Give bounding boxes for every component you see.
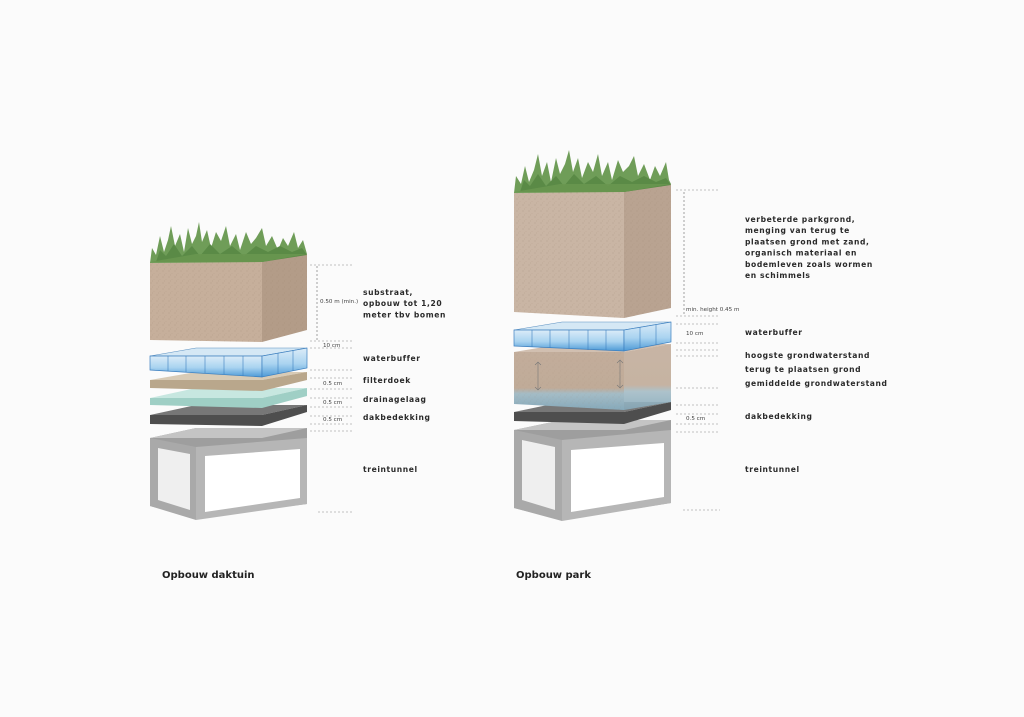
dim-waterbuffer-left: 10 cm bbox=[323, 343, 340, 349]
guides-left bbox=[310, 264, 353, 513]
grond-groundwater-block-right bbox=[514, 344, 671, 410]
caption-daktuin: Opbouw daktuin bbox=[162, 570, 255, 581]
waterbuffer-layer-left bbox=[149, 347, 308, 378]
park-stack: min. height 0.45 m 10 cm 0.5 cm verbeter… bbox=[513, 150, 888, 581]
dim-dakbedekking-right: 0.5 cm bbox=[686, 416, 705, 422]
daktuin-stack: 0.50 m (min.) 10 cm 0.5 cm 0.5 cm 0.5 cm… bbox=[149, 222, 446, 581]
dakbedekking-layer-left bbox=[150, 405, 307, 426]
dim-drainagelaag-left: 0.5 cm bbox=[323, 400, 342, 406]
label-terug-right: terug te plaatsen grond bbox=[745, 365, 861, 374]
label-hoogste-right: hoogste grondwaterstand bbox=[745, 351, 870, 360]
label-treintunnel-left: treintunnel bbox=[363, 465, 418, 474]
dim-substraat-left: 0.50 m (min.) bbox=[320, 299, 358, 305]
tunnel-block-right bbox=[514, 420, 671, 521]
drainagelaag-layer-left bbox=[150, 388, 307, 408]
caption-park: Opbouw park bbox=[516, 570, 591, 581]
dim-parkgrond-right: min. height 0.45 m bbox=[686, 307, 739, 313]
label-parkgrond-right: verbeterde parkgrond,menging van terug t… bbox=[745, 215, 873, 280]
label-treintunnel-right: treintunnel bbox=[745, 465, 800, 474]
label-waterbuffer-right: waterbuffer bbox=[745, 328, 803, 337]
guides-right bbox=[676, 189, 720, 511]
waterbuffer-layer-right bbox=[513, 321, 672, 352]
substraat-block-left bbox=[150, 254, 307, 342]
parkgrond-block-right bbox=[514, 184, 671, 318]
label-dakbedekking-left: dakbedekking bbox=[363, 413, 431, 422]
label-filterdoek-left: filterdoek bbox=[363, 376, 411, 385]
label-gemiddelde-right: gemiddelde grondwaterstand bbox=[745, 379, 888, 388]
label-waterbuffer-left: waterbuffer bbox=[363, 354, 421, 363]
label-dakbedekking-right: dakbedekking bbox=[745, 412, 813, 421]
tunnel-block-left bbox=[150, 428, 307, 520]
dim-waterbuffer-right: 10 cm bbox=[686, 331, 703, 337]
label-drainagelaag-left: drainagelaag bbox=[363, 395, 427, 404]
dim-dakbedekking-left: 0.5 cm bbox=[323, 417, 342, 423]
dim-filterdoek-left: 0.5 cm bbox=[323, 381, 342, 387]
grass-icon bbox=[150, 222, 307, 263]
grass-icon bbox=[514, 150, 671, 193]
